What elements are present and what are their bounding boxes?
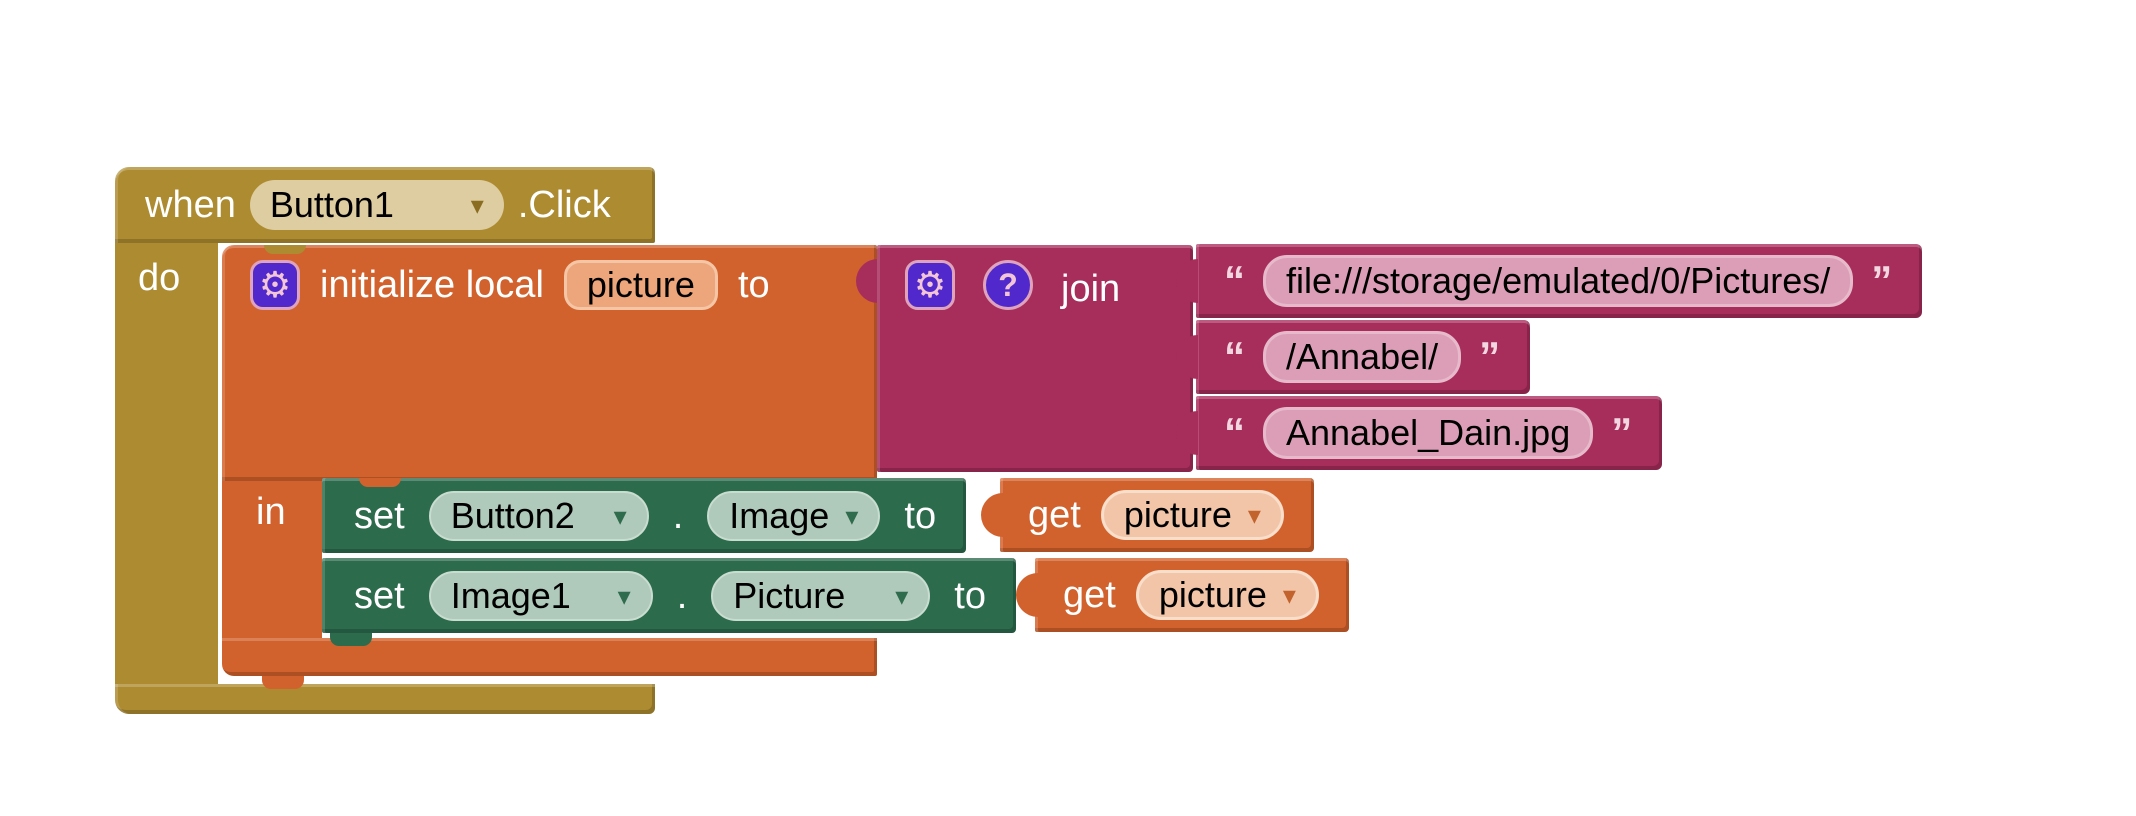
open-quote: “ (1224, 409, 1245, 456)
event-component-value: Button1 (269, 184, 394, 225)
local-var-name: picture (586, 264, 695, 305)
get-variable-dropdown[interactable]: picture ▾ (1135, 570, 1319, 620)
open-quote: “ (1224, 333, 1245, 380)
text-string-block[interactable]: “ /Annabel/ ” (1176, 320, 1531, 394)
chevron-down-icon: ▾ (617, 580, 631, 611)
setter-property-dropdown[interactable]: Picture ▾ (711, 570, 931, 621)
text-string-block[interactable]: “ Annabel_Dain.jpg ” (1176, 396, 1663, 470)
text-string-block[interactable]: “ file:///storage/emulated/0/Pictures/ ” (1176, 244, 1923, 318)
set-button2-image-block[interactable]: set Button2 ▾ . Image ▾ to (322, 478, 967, 553)
next-connector-tab (262, 676, 304, 689)
setter-to-label: to (954, 574, 986, 617)
local-var-name-field[interactable]: picture (563, 260, 718, 310)
setter-property-value: Picture (733, 574, 846, 616)
setter-component-value: Button2 (450, 494, 575, 536)
setter-property-value: Image (729, 494, 830, 536)
chevron-down-icon: ▾ (845, 500, 859, 531)
chevron-down-icon: ▾ (1282, 580, 1296, 610)
mutator-gear-icon[interactable]: ⚙ (250, 260, 300, 310)
event-name-label: .Click (517, 184, 611, 226)
help-icon[interactable]: ? (983, 260, 1033, 310)
do-label: do (138, 257, 181, 299)
dot-separator: . (676, 574, 688, 617)
chevron-down-icon: ▾ (895, 580, 909, 611)
init-block-spine (222, 481, 322, 638)
string-value: file:///storage/emulated/0/Pictures/ (1286, 260, 1831, 301)
string-plug-tab (1176, 411, 1198, 455)
initialize-local-label: initialize local (320, 264, 544, 306)
when-block-spine (115, 240, 218, 686)
setter-component-value: Image1 (450, 574, 571, 616)
get-keyword: get (1028, 494, 1081, 536)
string-value-field[interactable]: /Annabel/ (1263, 331, 1462, 383)
set-keyword: set (354, 574, 405, 617)
init-to-label: to (737, 264, 770, 306)
string-value: /Annabel/ (1286, 336, 1439, 377)
set-image1-picture-block[interactable]: set Image1 ▾ . Picture ▾ to (322, 558, 1016, 646)
mutator-gear-icon[interactable]: ⚙ (905, 260, 955, 310)
setter-property-dropdown[interactable]: Image ▾ (707, 490, 881, 541)
string-value-field[interactable]: Annabel_Dain.jpg (1263, 407, 1594, 459)
get-plug-tab (1016, 573, 1038, 617)
setter-component-dropdown[interactable]: Image1 ▾ (428, 570, 653, 621)
previous-connector-notch (359, 478, 401, 487)
get-plug-tab (981, 493, 1003, 537)
in-label: in (256, 491, 286, 533)
event-component-dropdown[interactable]: Button1 ▾ (249, 180, 504, 230)
string-value-field[interactable]: file:///storage/emulated/0/Pictures/ (1263, 255, 1854, 307)
dot-separator: . (672, 494, 684, 537)
join-label: join (1061, 268, 1121, 310)
when-button1-click-block[interactable]: when Button1 ▾ .Click (115, 167, 655, 243)
get-variable-block[interactable]: get picture ▾ (981, 478, 1314, 552)
string-value: Annabel_Dain.jpg (1286, 412, 1571, 453)
close-quote: ” (1611, 409, 1633, 456)
set-keyword: set (354, 494, 405, 537)
join-block[interactable]: ⚙ ? join (877, 245, 1193, 472)
when-block-foot (115, 684, 655, 714)
get-variable-value: picture (1158, 574, 1267, 615)
get-variable-value: picture (1123, 494, 1232, 535)
close-quote: ” (1479, 333, 1501, 380)
open-quote: “ (1224, 257, 1245, 304)
get-variable-dropdown[interactable]: picture ▾ (1100, 490, 1284, 540)
initialize-local-block[interactable]: ⚙ initialize local picture to (222, 245, 877, 481)
when-keyword: when (145, 184, 236, 226)
string-plug-tab (1176, 259, 1198, 303)
setter-to-label: to (904, 494, 937, 537)
close-quote: ” (1871, 257, 1893, 304)
get-variable-block[interactable]: get picture ▾ (1016, 558, 1349, 632)
chevron-down-icon: ▾ (1247, 500, 1261, 530)
next-connector-tab (330, 633, 372, 646)
get-keyword: get (1063, 574, 1116, 616)
previous-connector-notch (264, 245, 306, 254)
join-plug-tab (856, 259, 878, 303)
init-block-foot (222, 638, 877, 676)
setter-component-dropdown[interactable]: Button2 ▾ (428, 490, 649, 541)
chevron-down-icon: ▾ (613, 500, 627, 531)
chevron-down-icon: ▾ (470, 190, 484, 220)
string-plug-tab (1176, 335, 1198, 379)
